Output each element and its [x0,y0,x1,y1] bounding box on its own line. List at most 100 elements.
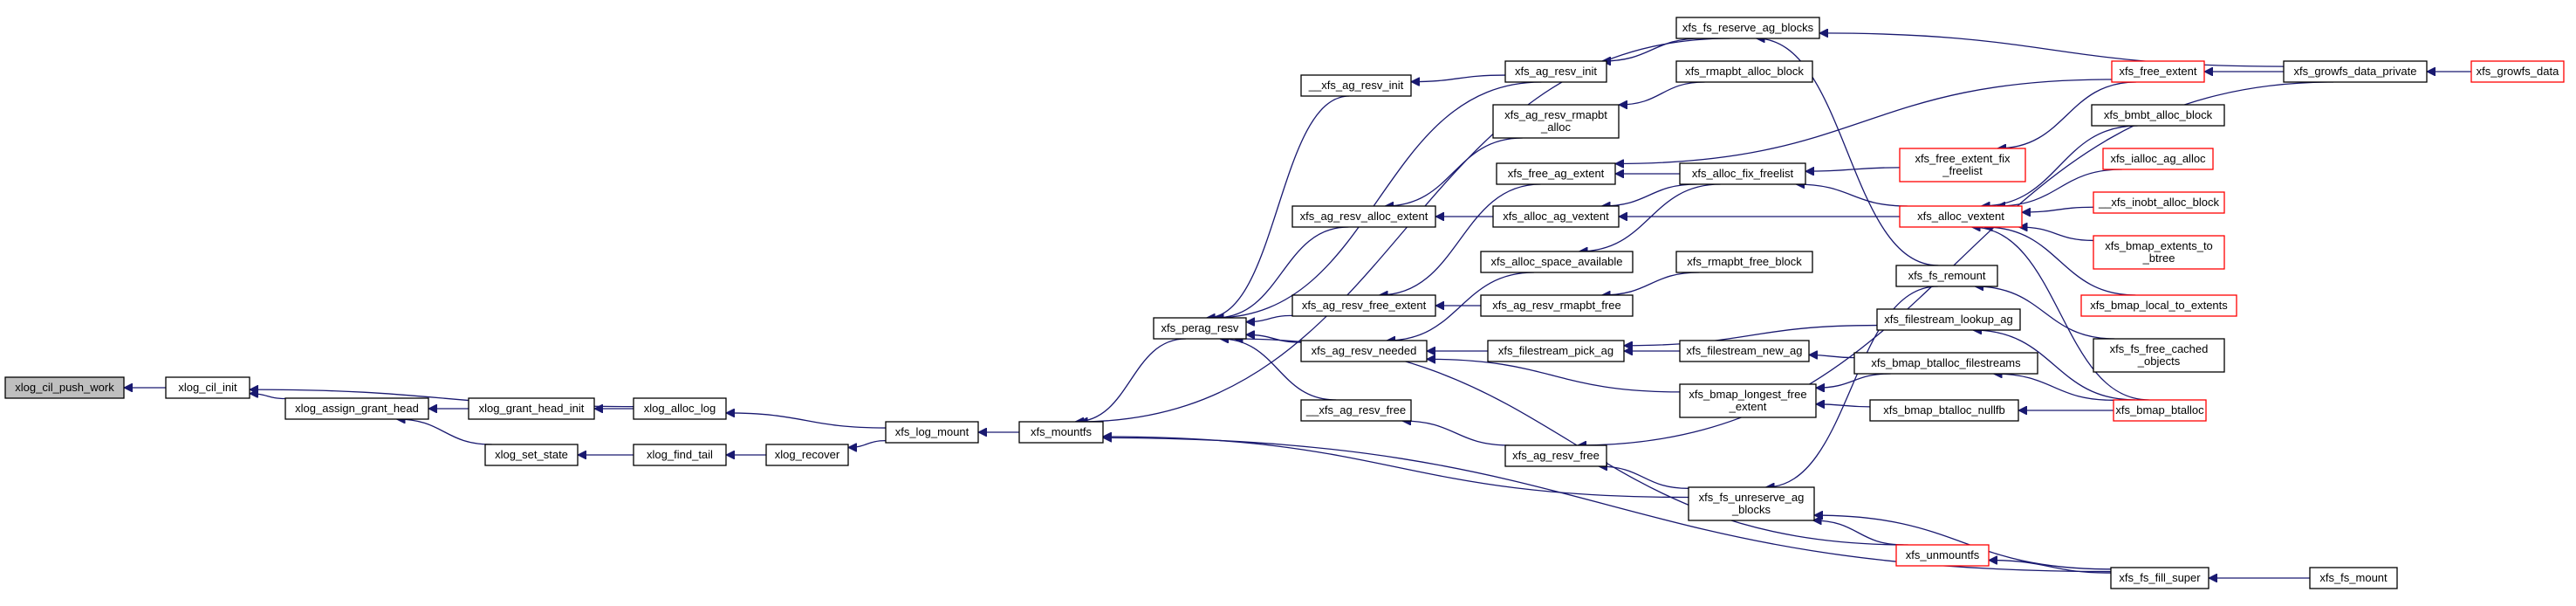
function-node[interactable]: xfs_bmap_extents_to_btree [2093,235,2225,270]
call-edge [1973,330,2136,401]
function-node[interactable]: xfs_fs_fill_super [2110,567,2209,589]
function-node-box [633,444,727,466]
call-edge [2018,227,2094,242]
function-node[interactable]: xfs_filestream_pick_ag [1487,340,1625,362]
function-node[interactable]: xlog_alloc_log [633,397,727,420]
function-node[interactable]: xfs_rmapbt_alloc_block [1675,60,1813,83]
function-node[interactable]: xfs_fs_remount [1895,265,1998,287]
function-node[interactable]: xfs_free_extent_fix_freelist [1899,148,2026,182]
call-edge [1246,334,1302,343]
function-node-label: xfs_mountfs [1031,425,1093,438]
function-node[interactable]: xfs_perag_resv [1153,317,1247,340]
call-edge [1602,38,1702,61]
function-node[interactable]: xfs_log_mount [885,421,979,444]
function-node[interactable]: xlog_cil_push_work [4,376,125,399]
function-node-box [2093,338,2225,373]
function-node-box [2080,294,2237,317]
call-edge [1402,421,1511,446]
function-node-box [1018,421,1104,444]
function-node[interactable]: xfs_mountfs [1018,421,1104,444]
function-node-label: _blocks [1731,503,1771,516]
function-node-label: xfs_fs_unreserve_ag [1699,491,1805,504]
function-node[interactable]: xfs_alloc_fix_freelist [1679,162,1806,185]
call-edge [1765,286,1938,487]
function-node-label: xfs_bmap_local_to_extents [2090,299,2228,312]
call-edge [1819,33,2285,67]
function-node-box [468,397,595,420]
function-node[interactable]: xfs_ag_resv_rmapbt_alloc [1492,104,1620,139]
function-node[interactable]: xlog_find_tail [633,444,727,466]
function-node-box [1679,340,1810,362]
function-node[interactable]: xlog_set_state [484,444,579,466]
function-node-label: xfs_bmap_extents_to [2105,239,2213,252]
function-node[interactable]: xlog_recover [765,444,849,466]
function-node[interactable]: xfs_bmbt_alloc_block [2091,104,2225,127]
function-node-label: xfs_filestream_new_ag [1687,344,1803,357]
function-node[interactable]: xfs_unmountfs [1895,544,1990,567]
function-node[interactable]: xfs_bmap_btalloc_nullfb [1869,399,2019,422]
function-node[interactable]: xfs_growfs_data [2470,60,2565,83]
call-edge [396,419,492,445]
function-node[interactable]: xfs_free_ag_extent [1496,162,1616,185]
function-node[interactable]: xfs_ag_resv_rmapbt_free [1480,294,1634,317]
call-edge [1814,515,2112,570]
call-edge [1997,169,2122,206]
function-node-label: xfs_fs_free_cached [2110,342,2209,355]
function-node-box [885,421,979,444]
function-node-box [1679,162,1806,185]
function-node[interactable]: __xfs_ag_resv_init [1300,74,1412,97]
function-node[interactable]: xfs_rmapbt_free_block [1675,251,1813,273]
function-node[interactable]: xfs_fs_mount [2309,567,2398,589]
function-node[interactable]: xfs_ag_resv_alloc_extent [1291,205,1436,228]
function-node-box [1876,308,2021,331]
function-node-label: _freelist [1942,164,1983,177]
call-edge [1602,272,1700,295]
function-node[interactable]: xfs_filestream_lookup_ag [1876,308,2021,331]
function-node-label: xfs_bmap_btalloc_filestreams [1871,356,2021,369]
function-node[interactable]: xfs_ag_resv_needed [1300,340,1428,362]
function-node-label: __xfs_ag_resv_init [1308,79,1404,92]
function-node[interactable]: xfs_bmap_local_to_extents [2080,294,2237,317]
function-node[interactable]: xfs_fs_reserve_ag_blocks [1675,17,1820,39]
call-edge [1816,404,1871,407]
function-node[interactable]: xfs_ialloc_ag_alloc [2102,148,2214,170]
function-node[interactable]: xfs_ag_resv_free [1504,444,1607,467]
function-node-label: xfs_ialloc_ag_alloc [2110,152,2206,165]
function-node[interactable]: xfs_alloc_ag_vextent [1492,205,1620,228]
function-node-label: xfs_free_extent [2120,65,2197,78]
function-node[interactable]: xfs_ag_resv_free_extent [1291,294,1436,317]
call-edge [1975,286,2115,340]
function-node-box [1679,383,1817,418]
function-node-box [1492,205,1620,228]
function-node[interactable]: xfs_bmap_longest_free_extent [1679,383,1817,418]
function-node[interactable]: __xfs_inobt_alloc_block [2093,191,2225,214]
function-node[interactable]: xfs_alloc_space_available [1480,251,1634,273]
call-edge [250,394,286,400]
call-edge [1387,272,1535,341]
call-edge [1809,355,1855,357]
function-node[interactable]: xfs_growfs_data_private [2283,60,2428,83]
function-node[interactable]: xfs_bmap_btalloc_filestreams [1853,352,2038,375]
function-node-box [633,397,727,420]
function-node[interactable]: xfs_fs_unreserve_ag_blocks [1688,486,1815,521]
function-node-box [484,444,579,466]
function-node[interactable]: xlog_cil_init [165,376,250,399]
call-edge [2022,206,2094,212]
node-layer: xlog_cil_push_work xlog_cil_init xlog_assi… [4,17,2565,589]
function-node[interactable]: xfs_filestream_new_ag [1679,340,1810,362]
call-edge [1599,466,1689,489]
function-node[interactable]: xfs_bmap_btalloc [2113,399,2207,422]
function-node[interactable]: xlog_assign_grant_head [284,397,429,420]
function-node-box [765,444,849,466]
function-node-box [1675,60,1813,83]
function-node[interactable]: xfs_fs_free_cached_objects [2093,338,2225,373]
function-node-label: xfs_growfs_data [2477,65,2559,78]
function-node[interactable]: xlog_grant_head_init [468,397,595,420]
function-node-box [1899,205,2023,228]
function-node[interactable]: xfs_alloc_vextent [1899,205,2023,228]
function-node-box [1480,251,1634,273]
function-node[interactable]: __xfs_ag_resv_free [1300,399,1412,422]
function-node[interactable]: xfs_free_extent [2111,60,2205,83]
function-node[interactable]: xfs_ag_resv_init [1504,60,1607,83]
